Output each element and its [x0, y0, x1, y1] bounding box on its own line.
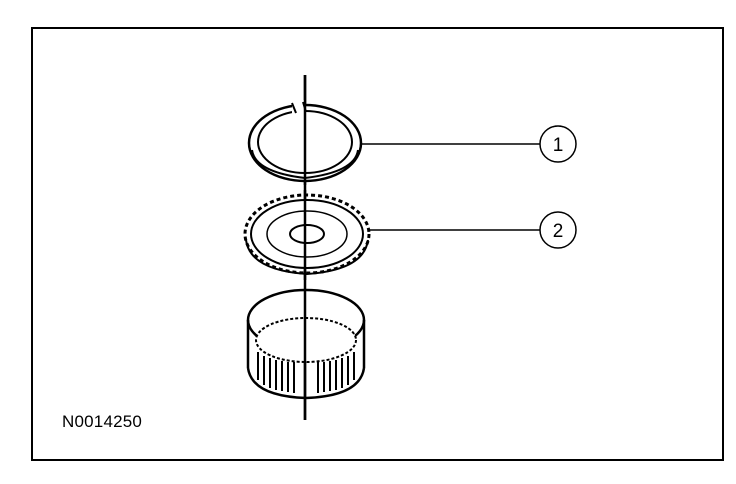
- callout-1-number: 1: [553, 135, 564, 156]
- drum-part: [246, 288, 366, 420]
- callout-1-circle: [539, 125, 577, 163]
- diagram-frame: [31, 27, 724, 461]
- callout-2-number: 2: [553, 221, 564, 242]
- callout-2-circle: [539, 211, 577, 249]
- snap-ring-part: [247, 75, 363, 185]
- gear-part: [243, 190, 371, 280]
- figure-id-label: N0014250: [62, 412, 143, 431]
